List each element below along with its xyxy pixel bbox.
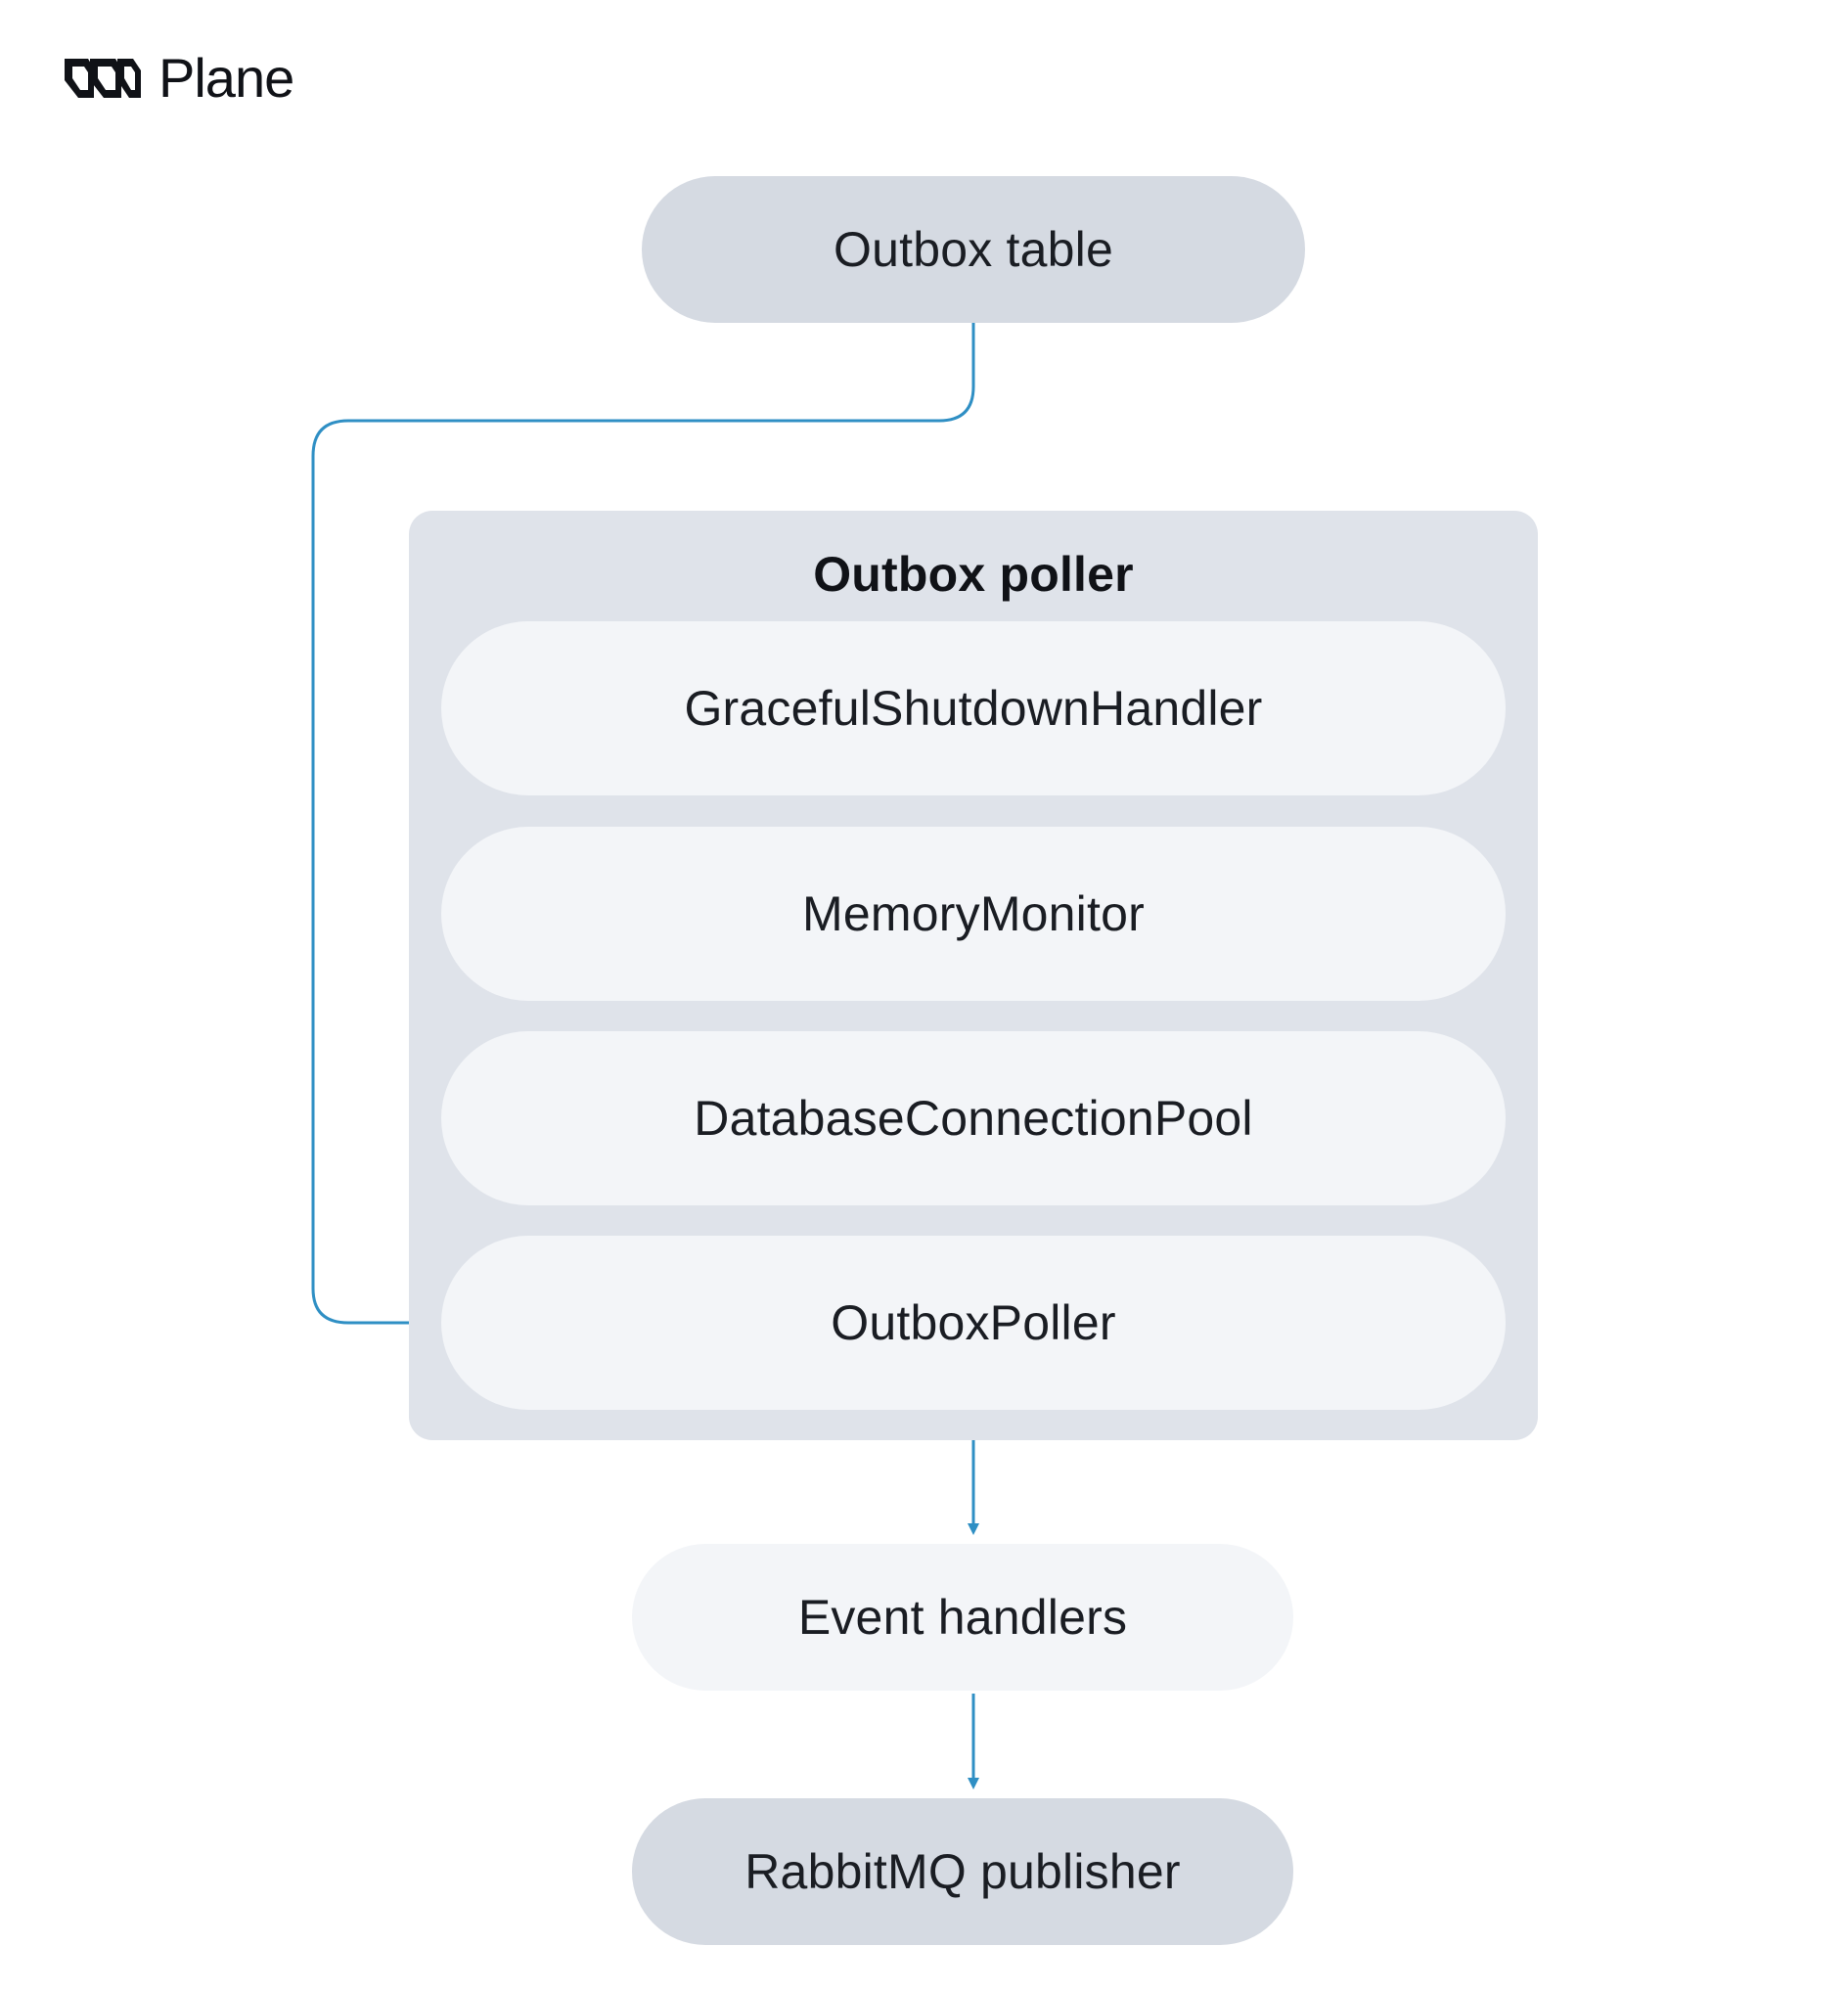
component-label: MemoryMonitor bbox=[802, 886, 1145, 941]
node-rabbitmq-publisher: RabbitMQ publisher bbox=[632, 1798, 1293, 1945]
component-outbox-poller: OutboxPoller bbox=[441, 1236, 1506, 1410]
node-outbox-table-label: Outbox table bbox=[834, 222, 1113, 277]
component-label: DatabaseConnectionPool bbox=[694, 1091, 1253, 1146]
node-event-handlers: Event handlers bbox=[632, 1544, 1293, 1691]
component-database-connection-pool: DatabaseConnectionPool bbox=[441, 1031, 1506, 1205]
component-label: OutboxPoller bbox=[831, 1295, 1116, 1350]
group-outbox-poller: Outbox poller GracefulShutdownHandler Me… bbox=[409, 511, 1538, 1440]
node-event-handlers-label: Event handlers bbox=[797, 1590, 1128, 1645]
plane-logo-icon bbox=[65, 59, 141, 98]
component-memory-monitor: MemoryMonitor bbox=[441, 827, 1506, 1001]
brand-name: Plane bbox=[158, 47, 294, 109]
component-graceful-shutdown-handler: GracefulShutdownHandler bbox=[441, 621, 1506, 795]
node-outbox-table: Outbox table bbox=[642, 176, 1305, 323]
node-rabbitmq-publisher-label: RabbitMQ publisher bbox=[744, 1844, 1181, 1899]
brand-header: Plane bbox=[65, 47, 294, 109]
component-label: GracefulShutdownHandler bbox=[684, 681, 1263, 736]
group-outbox-poller-title: Outbox poller bbox=[813, 547, 1134, 602]
